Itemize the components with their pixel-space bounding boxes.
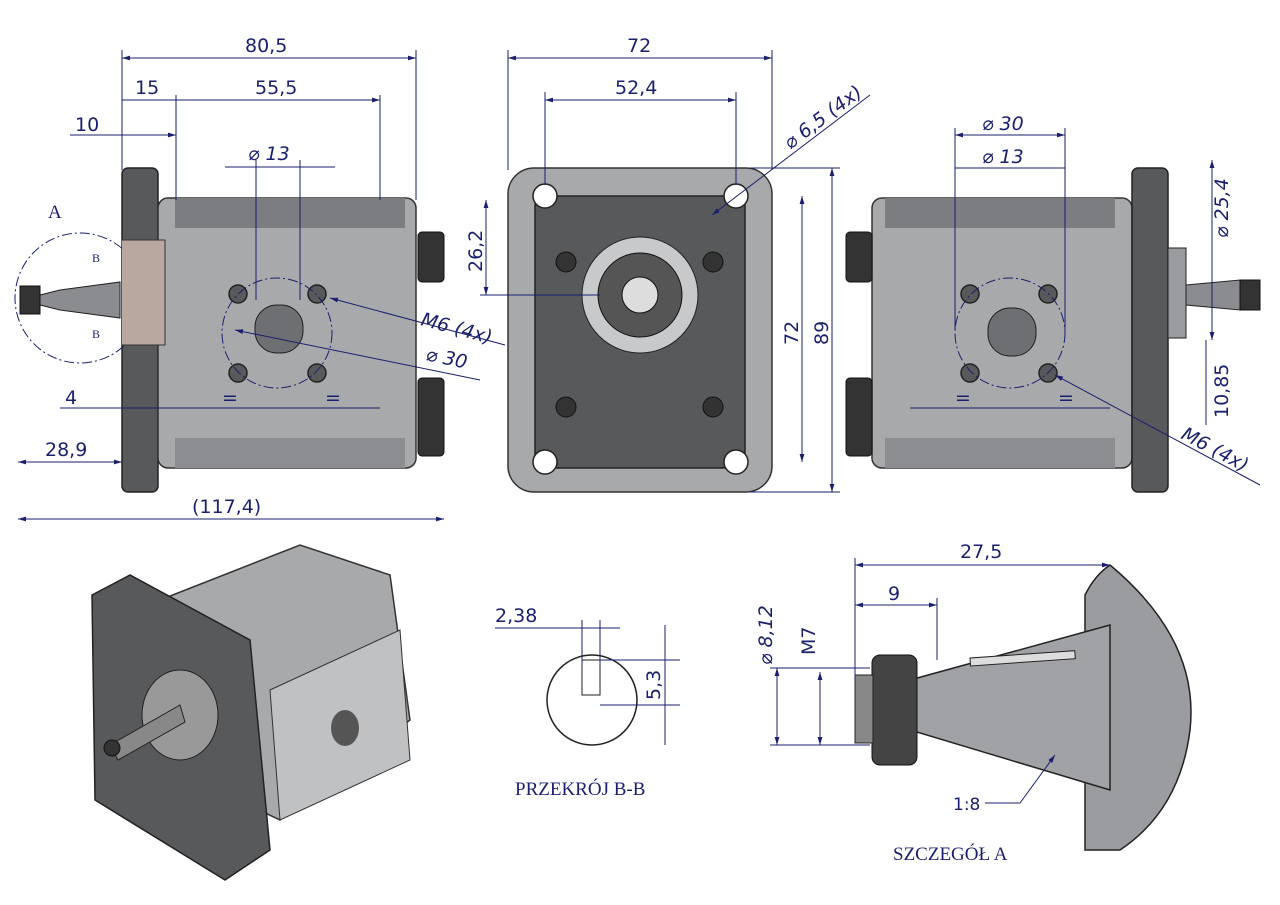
dim-label: 4 xyxy=(65,387,77,409)
flange-detail-section xyxy=(1084,564,1192,851)
dim-label: ⌀ 13 xyxy=(982,146,1024,168)
shaft-end xyxy=(621,276,659,314)
dim-label: M6 (4x) xyxy=(1178,423,1253,477)
detail-nut xyxy=(871,654,918,766)
shaft-nut xyxy=(1239,279,1261,311)
section-caption: PRZEKRÓJ B-B xyxy=(515,778,645,800)
dim-label: 5,3 xyxy=(643,670,665,700)
isometric-view xyxy=(91,544,411,881)
bolt xyxy=(702,251,724,273)
iso-port xyxy=(331,710,359,746)
equal-mark: = xyxy=(325,387,341,409)
dim-label: 52,4 xyxy=(615,77,657,99)
thread-end xyxy=(854,674,874,744)
dim-label: 10,85 xyxy=(1211,364,1233,418)
section-bb: 2,38 5,3 PRZEKRÓJ B-B xyxy=(495,605,680,800)
shaft xyxy=(19,281,121,319)
dim-label: ⌀ 13 xyxy=(248,143,290,165)
section-marker: B xyxy=(92,251,100,265)
section-marker: B xyxy=(92,327,100,341)
dim-label: 9 xyxy=(888,583,900,605)
bolt-head xyxy=(417,231,445,283)
body-bottom-band xyxy=(885,438,1115,468)
mounting-hole xyxy=(532,183,558,209)
dim-label: 72 xyxy=(781,321,803,345)
thread-hole xyxy=(307,284,327,304)
dim-label: 80,5 xyxy=(245,35,287,57)
thread-hole xyxy=(307,363,327,383)
dim-label: 89 xyxy=(811,321,833,345)
dim-label: M7 xyxy=(798,627,820,655)
detail-caption: SZCZEGÓŁ A xyxy=(893,843,1008,865)
shaft-nut xyxy=(19,285,41,315)
shaft-key xyxy=(969,650,1076,667)
dim-label: 15 xyxy=(135,77,159,99)
port xyxy=(254,304,304,354)
bolt xyxy=(702,396,724,418)
dim-label: 26,2 xyxy=(465,230,487,272)
key xyxy=(581,659,601,696)
body-bottom-band xyxy=(175,438,405,468)
equal-mark: = xyxy=(1058,387,1074,409)
shaft-section xyxy=(546,654,638,746)
equal-mark: = xyxy=(955,387,971,409)
body-top-band xyxy=(885,198,1115,228)
bolt xyxy=(555,251,577,273)
port-pcd-circle xyxy=(954,277,1066,389)
dim-label: ⌀ 6,5 (4x) xyxy=(780,81,867,154)
thread-hole xyxy=(960,363,980,383)
bolt-head xyxy=(845,231,873,283)
bolt-head xyxy=(845,377,873,457)
right-side-view: ⌀ 30 ⌀ 13 ⌀ 25,4 10,85 M6 (4x) = = xyxy=(845,113,1261,493)
dim-label: 28,9 xyxy=(45,439,87,461)
dim-label: 2,38 xyxy=(495,605,537,627)
tapered-shaft xyxy=(909,624,1111,792)
detail-a: 27,5 9 ⌀ 8,12 M7 1:8 SZCZEGÓŁ A xyxy=(755,541,1192,865)
iso-nut xyxy=(103,739,121,757)
dim-label: ⌀ 30 xyxy=(424,343,469,373)
body-top-band xyxy=(175,198,405,228)
dim-label: M6 (4x) xyxy=(419,309,495,349)
dim-label: 1:8 xyxy=(953,795,980,815)
dim-label: ⌀ 30 xyxy=(982,113,1024,135)
thread-hole xyxy=(960,284,980,304)
shaft xyxy=(1185,279,1241,311)
dim-label: ⌀ 25,4 xyxy=(1211,178,1233,238)
bolt-head xyxy=(417,377,445,457)
pilot xyxy=(1167,247,1187,339)
detail-marker: A xyxy=(48,202,62,223)
mounting-hole xyxy=(532,449,558,475)
equal-mark: = xyxy=(222,387,238,409)
dim-label: 27,5 xyxy=(960,541,1002,563)
dim-label: 72 xyxy=(627,35,651,57)
bolt xyxy=(555,396,577,418)
thread-hole xyxy=(228,284,248,304)
flange-section xyxy=(122,239,166,346)
mounting-hole xyxy=(723,183,749,209)
dim-label: 10 xyxy=(75,114,99,136)
mounting-flange xyxy=(1131,167,1169,493)
port-pcd-circle xyxy=(221,277,333,389)
mounting-hole xyxy=(723,449,749,475)
dim-label: (117,4) xyxy=(192,496,261,518)
dim-label: ⌀ 8,12 xyxy=(755,605,777,665)
front-view: 72 52,4 ⌀ 6,5 (4x) 26,2 72 89 xyxy=(465,35,871,493)
thread-hole xyxy=(228,363,248,383)
port xyxy=(987,307,1037,357)
dim-label: 55,5 xyxy=(255,77,297,99)
left-side-view: A B B 80,5 15 55,5 10 ⌀ 13 M6 (4x) ⌀ 30 … xyxy=(14,35,506,522)
